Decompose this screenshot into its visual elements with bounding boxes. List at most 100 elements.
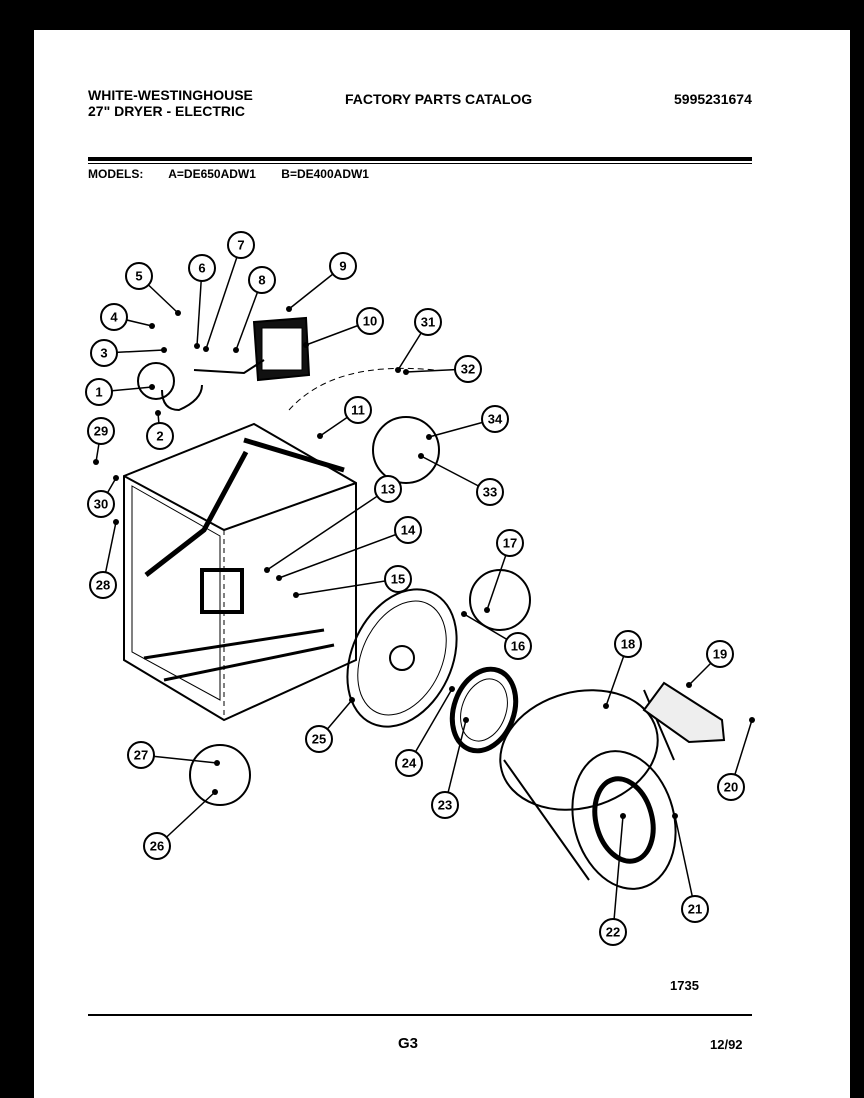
callout-bubble bbox=[146, 422, 174, 450]
callout-bubble bbox=[356, 307, 384, 335]
leader-dot-19 bbox=[686, 682, 692, 688]
callout-bubble bbox=[248, 266, 276, 294]
callout-number: 33 bbox=[483, 485, 497, 500]
callout-28: 28 bbox=[89, 571, 117, 599]
leader-dot-15 bbox=[293, 592, 299, 598]
callout-bubble bbox=[599, 918, 627, 946]
leader-dot-14 bbox=[276, 575, 282, 581]
page-code: G3 bbox=[398, 1035, 419, 1052]
inset-circles bbox=[137, 362, 531, 806]
callout-number: 29 bbox=[94, 424, 108, 439]
drum bbox=[499, 689, 677, 890]
leader-dot-2 bbox=[155, 410, 161, 416]
callout-bubble bbox=[90, 339, 118, 367]
footer-rule bbox=[88, 1014, 752, 1016]
exploded-parts-diagram: 1234567891011131415161718192021222324252… bbox=[85, 231, 755, 946]
callout-bubble bbox=[717, 773, 745, 801]
brand-line-1: WHITE-WESTINGHOUSE bbox=[88, 87, 253, 103]
leader-dot-25 bbox=[349, 697, 355, 703]
callout-number: 31 bbox=[421, 315, 435, 330]
callout-bubble bbox=[614, 630, 642, 658]
callout-number: 30 bbox=[94, 497, 108, 512]
leader-dot-21 bbox=[672, 813, 678, 819]
callout-number: 3 bbox=[100, 346, 107, 361]
header-rule bbox=[88, 157, 752, 161]
leader-dot-27 bbox=[214, 760, 220, 766]
callout-number: 22 bbox=[606, 925, 620, 940]
callout-number: 14 bbox=[401, 523, 416, 538]
leader-dot-4 bbox=[149, 323, 155, 329]
callout-number: 20 bbox=[724, 780, 738, 795]
callout-bubble bbox=[394, 516, 422, 544]
callout-bubble bbox=[227, 231, 255, 259]
callout-bubble bbox=[305, 725, 333, 753]
callout-21: 21 bbox=[681, 895, 709, 923]
leader-dot-32 bbox=[403, 369, 409, 375]
callout-bubble bbox=[143, 832, 171, 860]
callout-number: 5 bbox=[135, 269, 142, 284]
catalog-title: FACTORY PARTS CATALOG bbox=[345, 91, 533, 107]
leader-dot-26 bbox=[212, 789, 218, 795]
leader-dot-29 bbox=[93, 459, 99, 465]
leader-line-22 bbox=[612, 815, 624, 933]
callout-bubble bbox=[85, 378, 113, 406]
callout-number: 6 bbox=[198, 261, 205, 276]
leader-dot-7 bbox=[203, 346, 209, 352]
callout-number: 32 bbox=[461, 362, 475, 377]
callout-number: 24 bbox=[402, 756, 417, 771]
leader-line-23 bbox=[444, 719, 467, 806]
callout-number: 11 bbox=[351, 403, 365, 418]
leader-dot-10 bbox=[303, 342, 309, 348]
callout-number: 17 bbox=[503, 536, 517, 551]
callout-31: 31 bbox=[414, 308, 442, 336]
callout-29: 29 bbox=[87, 417, 115, 445]
callout-24: 24 bbox=[395, 749, 423, 777]
leader-dot-33 bbox=[418, 453, 424, 459]
callout-number: 23 bbox=[438, 798, 452, 813]
callout-17: 17 bbox=[496, 529, 524, 557]
callout-number: 2 bbox=[156, 429, 163, 444]
callout-bubble bbox=[504, 632, 532, 660]
callout-bubble bbox=[127, 741, 155, 769]
callout-3: 3 bbox=[90, 339, 118, 367]
callout-32: 32 bbox=[454, 355, 482, 383]
model-b: B=DE400ADW1 bbox=[281, 167, 369, 181]
leader-dot-3 bbox=[161, 347, 167, 353]
callout-22: 22 bbox=[599, 918, 627, 946]
leader-dot-24 bbox=[449, 686, 455, 692]
callout-34: 34 bbox=[481, 405, 509, 433]
leader-dot-8 bbox=[233, 347, 239, 353]
leader-dot-28 bbox=[113, 519, 119, 525]
callout-bubble bbox=[125, 262, 153, 290]
callout-number: 19 bbox=[713, 647, 727, 662]
callout-30: 30 bbox=[87, 490, 115, 518]
callout-bubble bbox=[329, 252, 357, 280]
callout-bubble bbox=[384, 565, 412, 593]
leader-line-24 bbox=[408, 688, 453, 764]
callout-bubble bbox=[706, 640, 734, 668]
leader-dot-34 bbox=[426, 434, 432, 440]
drawing-number: 1735 bbox=[670, 978, 699, 993]
callout-number: 8 bbox=[258, 273, 265, 288]
callout-number: 15 bbox=[391, 572, 405, 587]
callout-10: 10 bbox=[356, 307, 384, 335]
callout-number: 18 bbox=[621, 637, 635, 652]
lint-filter bbox=[642, 681, 726, 744]
callout-5: 5 bbox=[125, 262, 153, 290]
callout-bubble bbox=[344, 396, 372, 424]
callout-number: 13 bbox=[381, 482, 395, 497]
callout-number: 26 bbox=[150, 839, 164, 854]
callout-number: 25 bbox=[312, 732, 326, 747]
leader-dot-30 bbox=[113, 475, 119, 481]
callout-group: 1234567891011131415161718192021222324252… bbox=[85, 231, 755, 946]
leader-dot-6 bbox=[194, 343, 200, 349]
catalog-number: 5995231674 bbox=[674, 91, 752, 107]
revision-date: 12/92 bbox=[710, 1037, 743, 1052]
callout-1: 1 bbox=[85, 378, 113, 406]
rear-drum-panel bbox=[346, 588, 458, 728]
leader-line-15 bbox=[295, 578, 399, 596]
callout-9: 9 bbox=[329, 252, 357, 280]
callout-bubble bbox=[188, 254, 216, 282]
callout-8: 8 bbox=[248, 266, 276, 294]
callout-bubble bbox=[481, 405, 509, 433]
